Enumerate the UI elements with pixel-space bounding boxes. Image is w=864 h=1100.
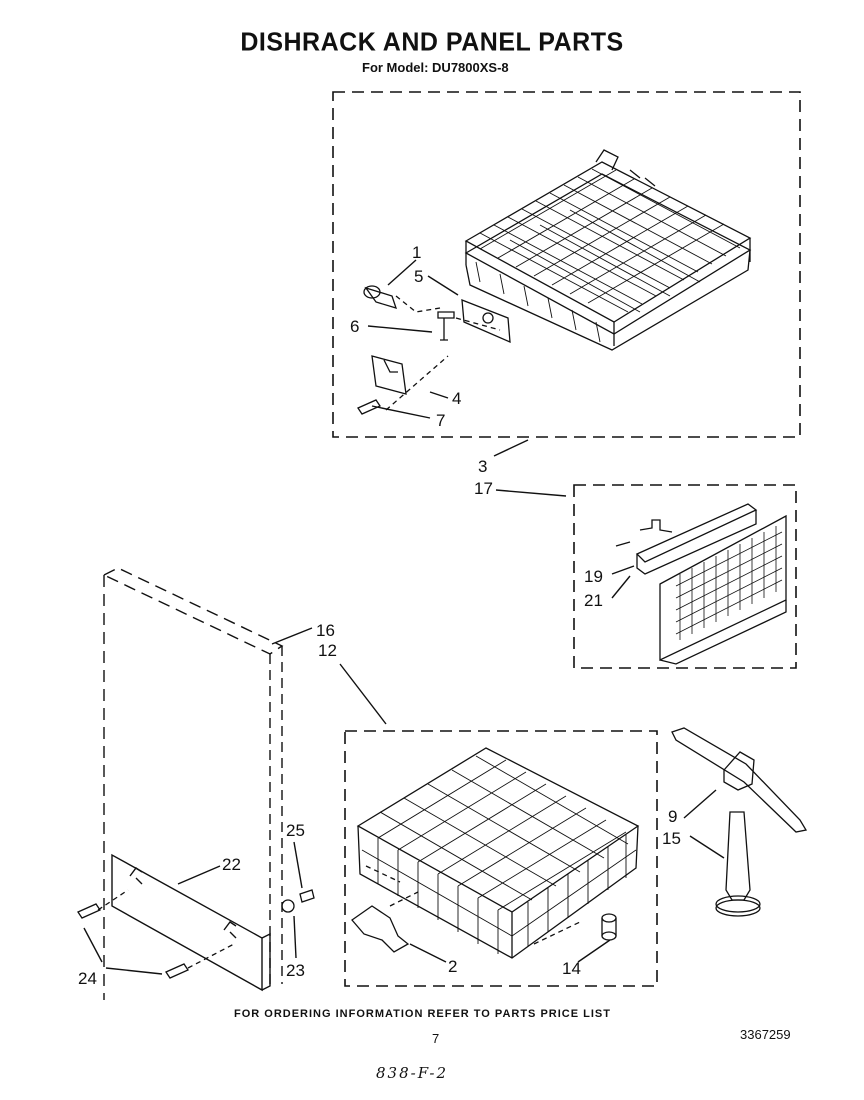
callout-14: 14 bbox=[562, 959, 581, 978]
control-panel-part bbox=[615, 503, 787, 665]
page-title: DISHRACK AND PANEL PARTS bbox=[240, 27, 624, 57]
callout-23: 23 bbox=[286, 961, 305, 980]
door-panel bbox=[102, 567, 284, 1000]
callout-25: 25 bbox=[286, 821, 305, 840]
rack-adjuster-parts bbox=[357, 285, 511, 415]
model-subtitle: For Model: DU7800XS-8 bbox=[362, 60, 509, 75]
callout-9: 9 bbox=[668, 807, 677, 826]
callout-6: 6 bbox=[350, 317, 359, 336]
screws bbox=[77, 889, 315, 979]
panel-strip bbox=[111, 853, 271, 992]
upper-rack bbox=[464, 149, 752, 351]
page-number: 7 bbox=[432, 1031, 440, 1046]
callout-17: 17 bbox=[474, 479, 493, 498]
callout-2: 2 bbox=[448, 957, 457, 976]
callout-15: 15 bbox=[662, 829, 681, 848]
callout-5: 5 bbox=[414, 267, 423, 286]
handwritten-code: 838-F-2 bbox=[376, 1064, 449, 1082]
ordering-note: FOR ORDERING INFORMATION REFER TO PARTS … bbox=[234, 1008, 611, 1020]
panel-group-box bbox=[573, 484, 797, 669]
callout-19: 19 bbox=[584, 567, 603, 586]
callout-16: 16 bbox=[316, 621, 335, 640]
spray-arm-assembly bbox=[671, 727, 808, 917]
callout-4: 4 bbox=[452, 389, 461, 408]
document-number: 3367259 bbox=[740, 1027, 791, 1042]
leader-lines bbox=[83, 259, 725, 975]
lower-rack-group-box bbox=[344, 730, 658, 987]
lower-rack bbox=[351, 747, 640, 959]
callout-7: 7 bbox=[436, 411, 445, 430]
callout-1: 1 bbox=[412, 243, 421, 262]
callout-3: 3 bbox=[478, 457, 487, 476]
upper-rack-group-box bbox=[332, 91, 801, 438]
callout-24: 24 bbox=[78, 969, 97, 988]
callout-21: 21 bbox=[584, 591, 603, 610]
callout-12: 12 bbox=[318, 641, 337, 660]
callout-22: 22 bbox=[222, 855, 241, 874]
